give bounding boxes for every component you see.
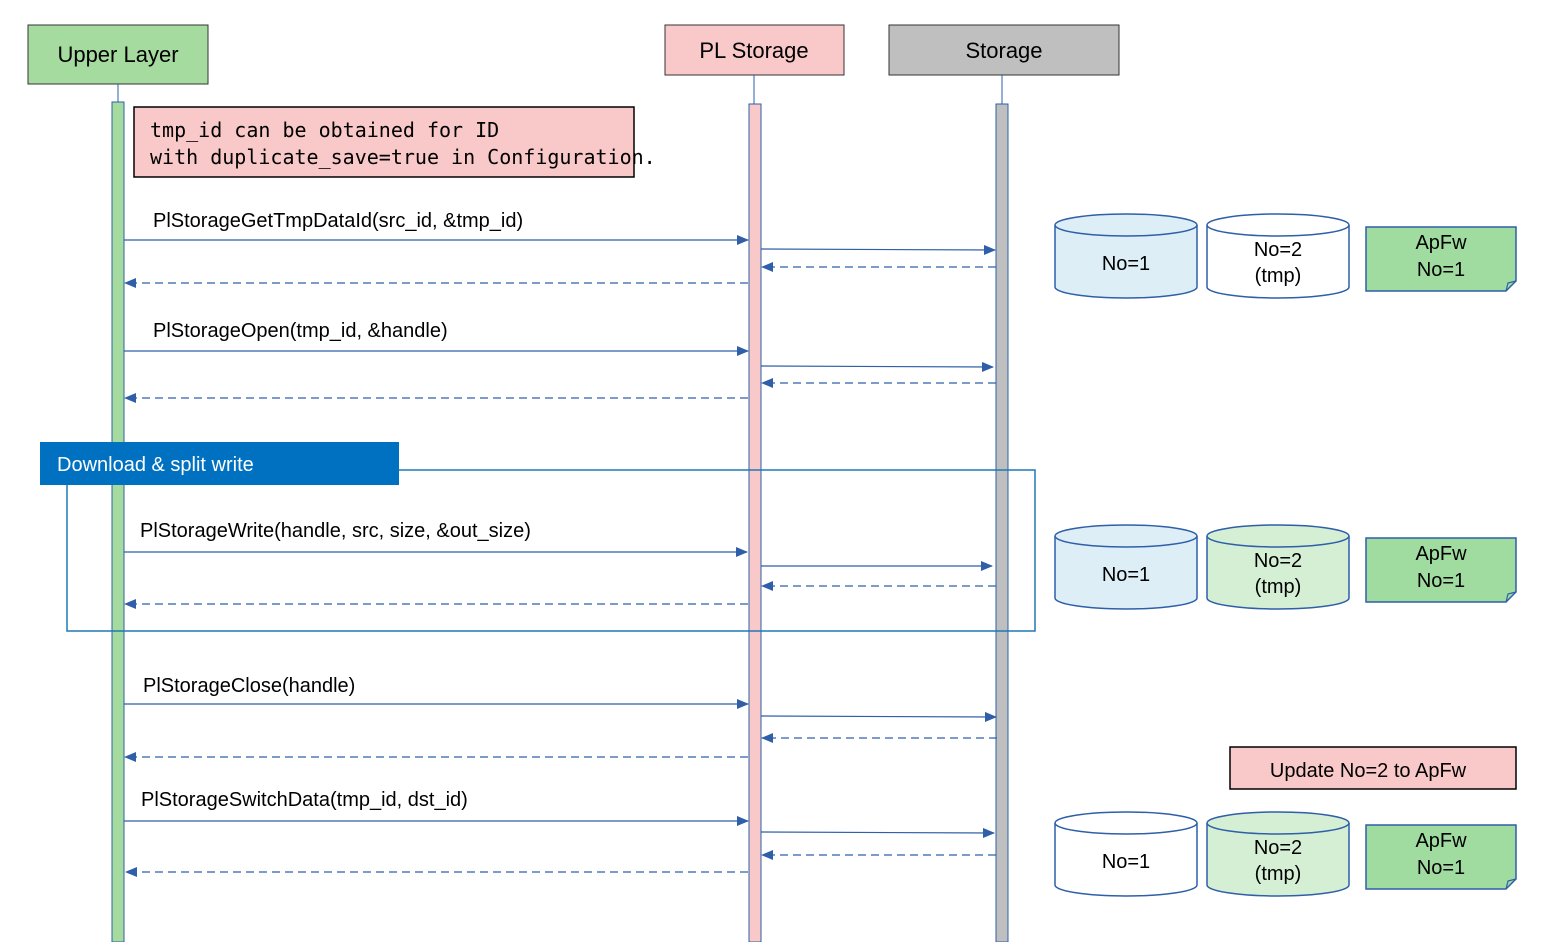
activation-bar-pl <box>748 103 762 942</box>
lifeline-pl-storage: PL Storage <box>664 24 845 942</box>
db-label-line1: No=2 <box>1254 837 1302 859</box>
lifeline-upper-layer-label: Upper Layer <box>57 42 178 67</box>
note-tmp-id-line1: tmp_id can be obtained for ID <box>150 118 499 142</box>
database-icon: No=2 (tmp) <box>1206 213 1350 299</box>
lifeline-pl-storage-label: PL Storage <box>699 38 808 63</box>
message-open-label: PlStorageOpen(tmp_id, &handle) <box>153 320 448 342</box>
message-open-forward <box>760 361 994 372</box>
fw-label-line1: ApFw <box>1415 830 1467 852</box>
db-label: No=1 <box>1102 564 1150 586</box>
activation-bar-upper <box>111 101 125 942</box>
db-label-line2: (tmp) <box>1255 576 1302 598</box>
loop-frame: Download & split write <box>40 442 1036 632</box>
firmware-note-icon: ApFw No=1 <box>1365 537 1517 603</box>
fw-label-line2: No=1 <box>1417 570 1465 592</box>
firmware-note-icon: ApFw No=1 <box>1365 824 1517 890</box>
fw-label-line2: No=1 <box>1417 259 1465 281</box>
db-label-line2: (tmp) <box>1255 265 1302 287</box>
db-label-line2: (tmp) <box>1255 863 1302 885</box>
message-close-forward <box>760 711 997 722</box>
database-icon: No=1 <box>1054 524 1198 610</box>
message-switch-label: PlStorageSwitchData(tmp_id, dst_id) <box>141 789 468 811</box>
database-icon: No=1 <box>1054 213 1198 299</box>
lifeline-storage: Storage <box>888 24 1120 942</box>
note-update: Update No=2 to ApFw <box>1229 746 1517 790</box>
activation-bar-storage <box>995 103 1009 942</box>
message-get-tmp-label: PlStorageGetTmpDataId(src_id, &tmp_id) <box>153 210 523 232</box>
fw-label-line2: No=1 <box>1417 857 1465 879</box>
fw-label-line1: ApFw <box>1415 543 1467 565</box>
state-group-3: No=1 No=2 (tmp) ApFw No=1 <box>1054 811 1517 897</box>
db-label: No=1 <box>1102 851 1150 873</box>
db-label-line1: No=2 <box>1254 550 1302 572</box>
message-close-label: PlStorageClose(handle) <box>143 675 355 697</box>
db-label: No=1 <box>1102 253 1150 275</box>
message-switch-forward <box>760 827 995 838</box>
lifeline-upper-layer: Upper Layer <box>27 24 209 942</box>
note-tmp-id-line2: with duplicate_save=true in Configuratio… <box>150 145 656 169</box>
state-group-1: No=1 No=2 (tmp) ApFw No=1 <box>1054 213 1517 299</box>
note-tmp-id: tmp_id can be obtained for ID with dupli… <box>133 106 656 178</box>
firmware-note-icon: ApFw No=1 <box>1365 226 1517 292</box>
lifeline-storage-label: Storage <box>965 38 1042 63</box>
note-update-label: Update No=2 to ApFw <box>1270 760 1467 782</box>
loop-frame-label: Download & split write <box>57 454 254 476</box>
message-get-tmp-forward <box>760 244 996 255</box>
fw-label-line1: ApFw <box>1415 232 1467 254</box>
database-icon: No=2 (tmp) <box>1206 524 1350 610</box>
db-label-line1: No=2 <box>1254 239 1302 261</box>
database-icon: No=1 <box>1054 811 1198 897</box>
database-icon: No=2 (tmp) <box>1206 811 1350 897</box>
state-group-2: No=1 No=2 (tmp) ApFw No=1 <box>1054 524 1517 610</box>
message-write-label: PlStorageWrite(handle, src, size, &out_s… <box>140 520 531 542</box>
